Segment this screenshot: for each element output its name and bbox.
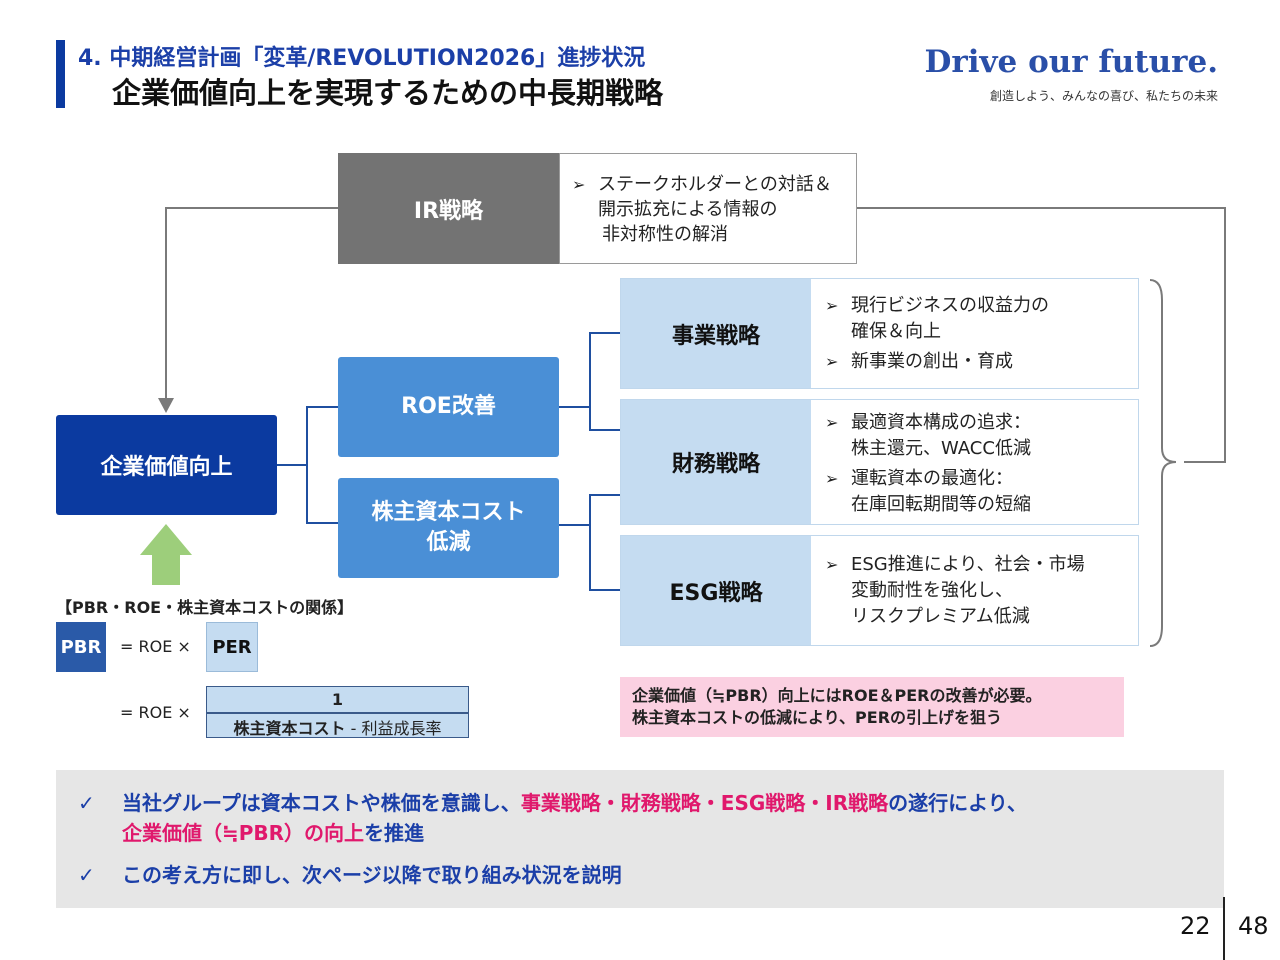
summary-highlight: 事業戦略・財務戦略・ESG戦略・IR戦略 [520,791,889,815]
formula-title: 【PBR・ROE・株主資本コストの関係】 [56,598,354,617]
ir-strategy-box: IR戦略 [338,153,559,264]
bullet-text: 株主還元、WACC低減 [851,438,1031,459]
summary-text: を推進 [364,821,425,845]
per-box: PER [206,622,258,672]
ir-feedback-arrowhead [158,398,174,413]
page-title: 企業価値向上を実現するための中長期戦略 [112,76,664,110]
denominator-rest: - 利益成長率 [345,719,442,738]
summary-item-1: ✓ 当社グループは資本コストや株価を意識し、事業戦略・財務戦略・ESG戦略・IR… [78,788,1027,848]
strategy-label: 事業戦略 [621,279,811,388]
strategy-label: ESG戦略 [621,536,811,645]
fraction-numerator: 1 [331,690,344,709]
cost-line2: 低減 [426,530,471,555]
roe-improvement-box: ROE改善 [338,357,559,457]
ir-desc-line1: ステークホルダーとの対話＆ [598,174,832,195]
cost-line1: 株主資本コスト [371,500,526,525]
bullet-text: 在庫回転期間等の短縮 [851,494,1031,515]
pbr-note-box: 企業価値（≒PBR）向上にはROE＆PERの改善が必要。 株主資本コストの低減に… [620,677,1124,737]
note-line1: 企業価値（≒PBR）向上にはROE＆PERの改善が必要。 [632,686,1042,705]
note-line2: 株主資本コストの低減により、PERの引上げを狙う [632,708,1003,727]
summary-text: の遂行により、 [888,791,1027,815]
ir-desc-line3: 非対称性の解消 [602,224,728,245]
bullet-arrow-icon: ➢ [825,413,839,432]
bullet-arrow-icon: ➢ [825,296,839,315]
summary-text: この考え方に即し、次ページ以降で取り組み状況を説明 [122,863,622,887]
strategy-brace [1149,279,1177,647]
check-icon: ✓ [78,863,95,887]
bullet-text: 変動耐性を強化し、 [851,580,1013,601]
summary-panel: ✓ 当社グループは資本コストや株価を意識し、事業戦略・財務戦略・ESG戦略・IR… [56,770,1224,908]
ir-feedback-line [165,207,338,400]
summary-item-2: ✓ この考え方に即し、次ページ以降で取り組み状況を説明 [78,860,622,890]
capital-cost-reduction-box: 株主資本コスト 低減 [338,478,559,578]
strategy-label: 財務戦略 [621,400,811,524]
bullet-text: 最適資本構成の追求： [851,412,1031,433]
business-strategy-box: 事業戦略 ➢ 現行ビジネスの収益力の確保＆向上 ➢ 新事業の創出・育成 [620,278,1139,389]
bullet-text: 確保＆向上 [851,321,941,342]
brand-tagline: 創造しよう、みんなの喜び、私たちの未来 [989,89,1218,103]
page-number-current: 22 [1180,912,1211,940]
formula-eq2: = ROE × [120,703,191,722]
bullet-text: 現行ビジネスの収益力の [851,295,1049,316]
page-number-total: 48 [1238,912,1269,940]
denominator-bold: 株主資本コスト [233,719,346,738]
section-title: 4. 中期経営計画「変革/REVOLUTION2026」進捗状況 [78,46,646,71]
cost-branch-line [589,494,620,591]
fraction-denominator: 株主資本コスト - 利益成長率 [207,715,468,739]
roe-branch-line [589,332,620,431]
bullet-arrow-icon: ➢ [825,555,839,574]
enterprise-value-box: 企業価値向上 [56,415,277,515]
bullet-arrow-icon: ➢ [825,469,839,488]
check-icon: ✓ [78,791,95,815]
financial-strategy-box: 財務戦略 ➢ 最適資本構成の追求： 株主還元、WACC低減 ➢ 運転資本の最適化：… [620,399,1139,525]
ev-branch-line [306,406,338,524]
green-up-arrow-icon [140,524,192,585]
page-divider [1223,897,1225,960]
formula-fraction: 1 株主資本コスト - 利益成長率 [206,686,469,738]
summary-text: 当社グループは資本コストや株価を意識し、 [122,791,521,815]
fraction-line [207,712,468,714]
brand-logo: Drive our future. [924,44,1218,80]
formula-eq1: = ROE × [120,637,191,656]
ir-desc-line2: 開示拡充による情報の [598,199,778,220]
bullet-arrow-icon: ➢ [572,175,586,194]
ir-right-line [857,207,1226,463]
ir-strategy-description: ➢ ステークホルダーとの対話＆ 開示拡充による情報の 非対称性の解消 [559,153,857,264]
bullet-text: 新事業の創出・育成 [851,351,1013,372]
title-accent-bar [56,40,65,108]
pbr-box: PBR [56,622,106,672]
esg-strategy-box: ESG戦略 ➢ ESG推進により、社会・市場変動耐性を強化し、リスクプレミアム低… [620,535,1139,646]
summary-highlight: 企業価値（≒PBR）の向上 [122,821,365,845]
bullet-text: ESG推進により、社会・市場 [851,554,1085,575]
bullet-text: 運転資本の最適化： [851,468,1013,489]
bullet-arrow-icon: ➢ [825,352,839,371]
bullet-text: リスクプレミアム低減 [851,606,1030,627]
